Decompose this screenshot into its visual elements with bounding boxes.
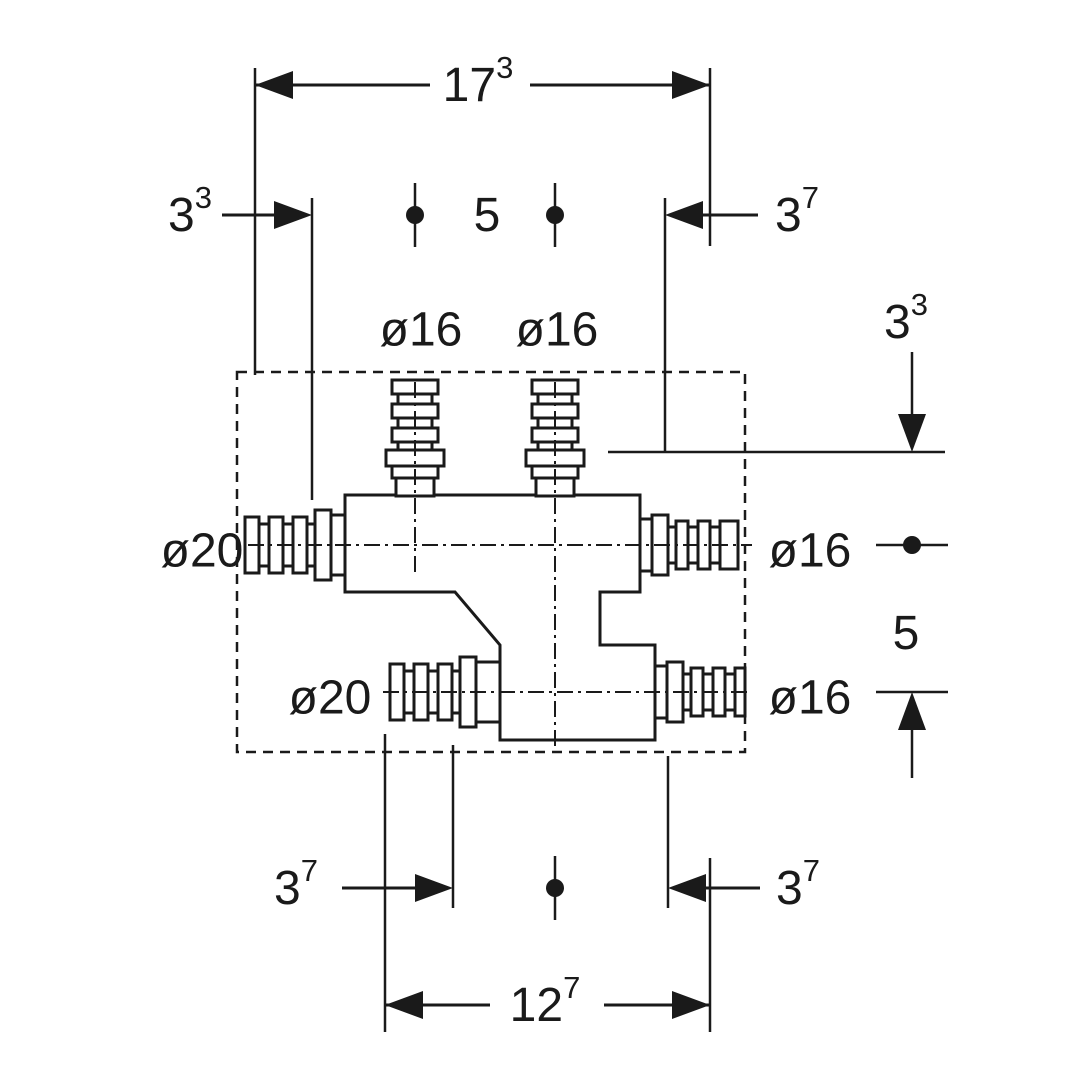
dashed-install-outline (235, 370, 747, 754)
axis-dots (406, 206, 921, 897)
top-port-spacing-label: 5 (474, 189, 501, 242)
left-lower-port-diameter-label: ø20 (289, 672, 372, 725)
arrow-bottom-width-left (385, 991, 423, 1019)
arrow-top-right-offset (665, 201, 703, 229)
arrow-overall-left (255, 71, 293, 99)
extension-lines (253, 68, 712, 1032)
arrow-top-left-offset (274, 201, 312, 229)
centerlines (248, 382, 752, 750)
dot-top-right-axis (546, 206, 564, 224)
dot-upper-axis-right (903, 536, 921, 554)
top-port-left-diameter-label: ø16 (380, 304, 463, 357)
arrow-overall-right (672, 71, 710, 99)
bottom-width-label: 127 (510, 970, 581, 1032)
top-port-right-diameter-label: ø16 (516, 304, 599, 357)
arrow-bottom-right-offset (668, 874, 706, 902)
dot-top-left-axis (406, 206, 424, 224)
right-port-spacing-label: 5 (893, 607, 920, 660)
arrow-right-spacing-up (898, 692, 926, 730)
top-port-left (384, 378, 446, 498)
left-upper-port-diameter-label: ø20 (161, 525, 244, 578)
arrow-bottom-left-offset (415, 874, 453, 902)
arrow-bottom-width-right (672, 991, 710, 1019)
dimension-labels: 173 33 5 37 ø16 ø16 33 ø20 ø16 5 ø20 ø16… (161, 50, 928, 1032)
left-lower-port (388, 655, 502, 729)
top-left-offset-label: 33 (168, 180, 212, 242)
dot-bottom-axis (546, 879, 564, 897)
top-right-offset-label: 37 (775, 180, 819, 242)
bottom-left-offset-label: 37 (274, 853, 318, 915)
bottom-right-offset-label: 37 (776, 853, 820, 915)
overall-width-label: 173 (443, 50, 514, 112)
right-depth-offset-label: 33 (884, 287, 928, 349)
right-upper-port-diameter-label: ø16 (769, 525, 852, 578)
right-lower-port-diameter-label: ø16 (769, 672, 852, 725)
arrow-depth-offset-down (898, 414, 926, 452)
arrowheads (255, 71, 926, 1019)
